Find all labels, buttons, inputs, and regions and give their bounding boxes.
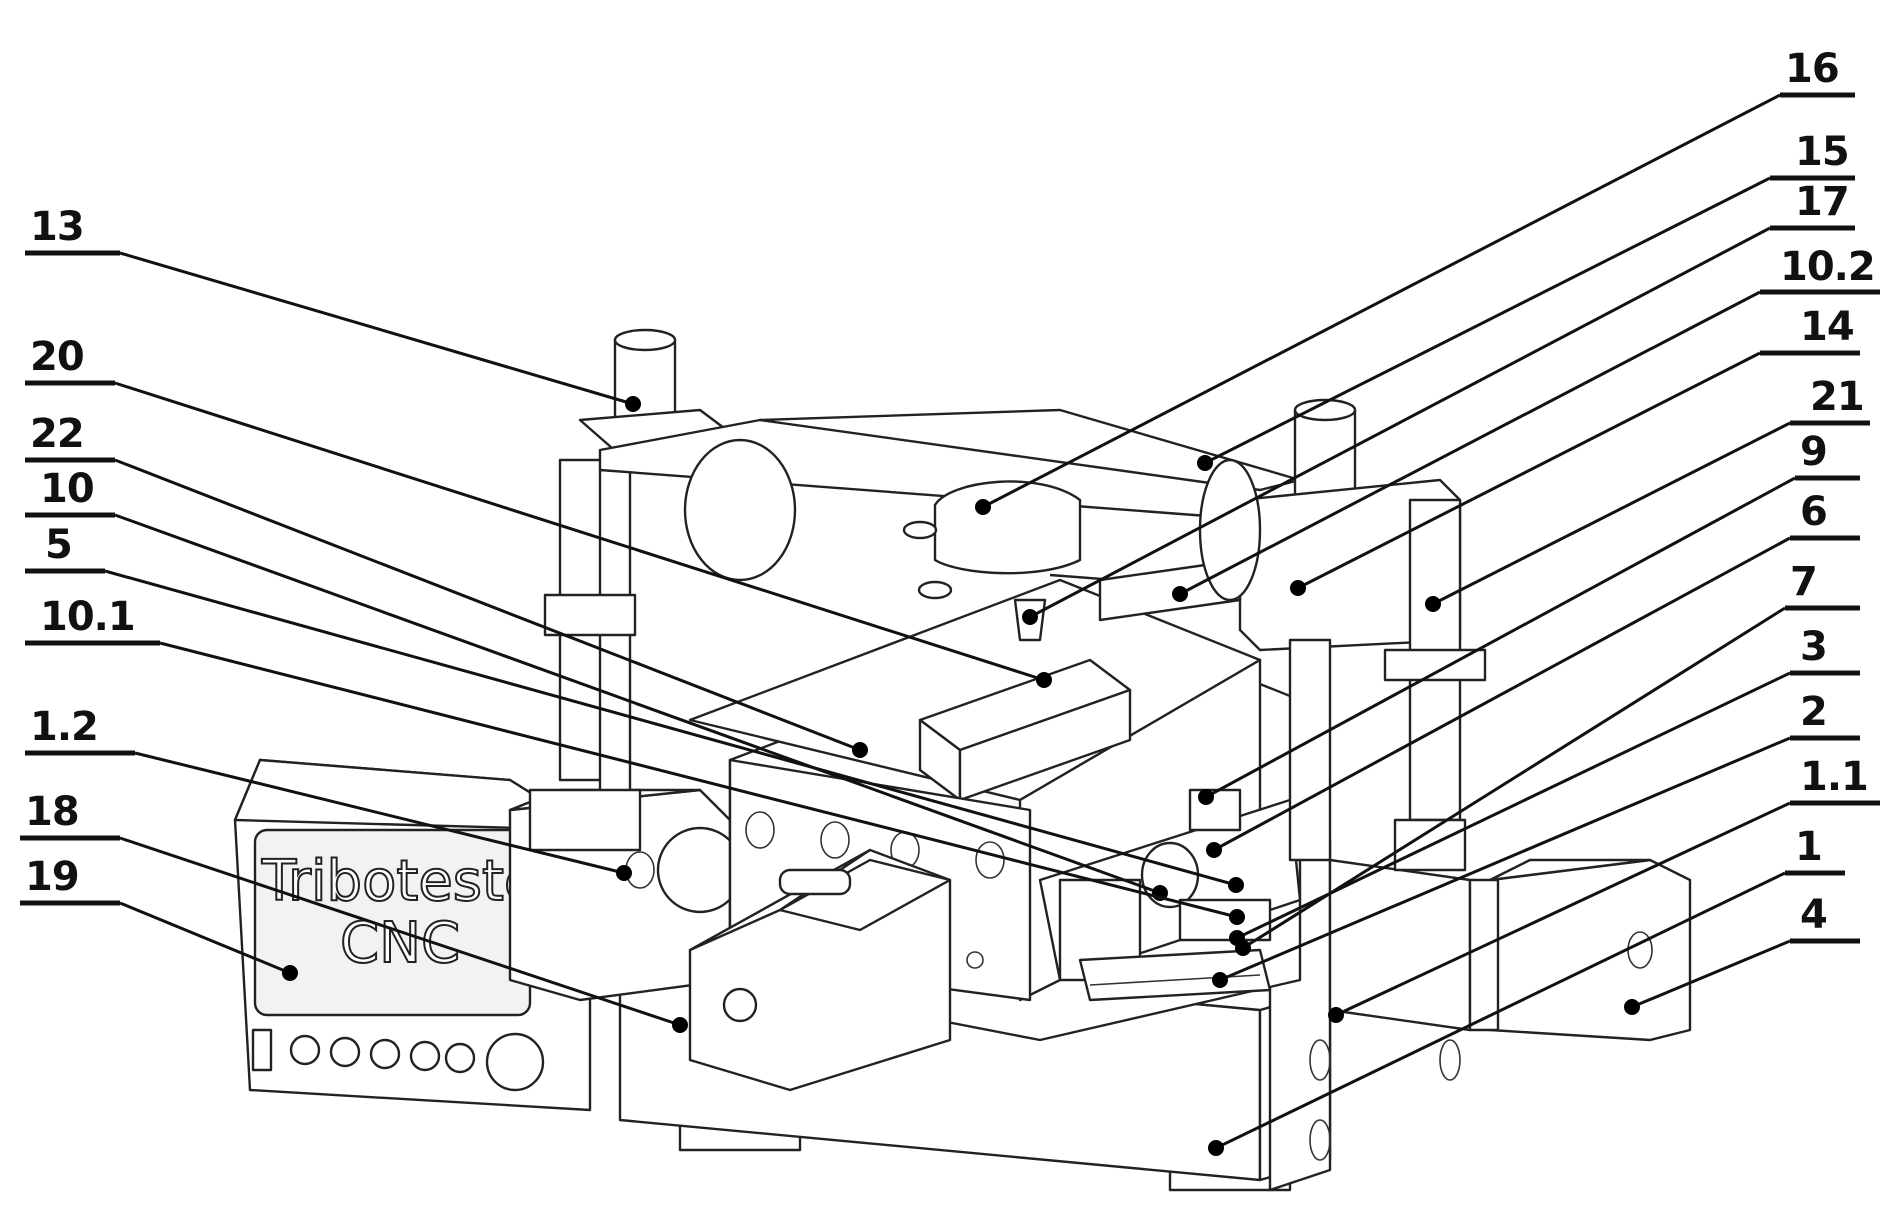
callout-1-2: 1.2 <box>25 704 632 881</box>
target-dot-10-2 <box>1172 586 1188 602</box>
part-label-17: 17 <box>1795 179 1849 225</box>
leader-line-19 <box>119 901 291 975</box>
callout-13: 13 <box>25 204 641 412</box>
brand-line-2: CNC <box>340 911 460 976</box>
machine-drawing: Tribotester CNC <box>233 328 1692 1192</box>
part-label-10-2: 10.2 <box>1780 244 1875 290</box>
target-dot-3 <box>1229 930 1245 946</box>
leader-line-10-1 <box>159 641 1238 919</box>
callout-2: 2 <box>1212 689 1860 988</box>
leader-line-22 <box>114 458 861 752</box>
callout-5: 5 <box>25 522 1244 893</box>
target-dot-14 <box>1290 580 1306 596</box>
callout-1-1: 1.1 <box>1328 754 1880 1023</box>
callout-17: 17 <box>1022 179 1855 625</box>
target-dot-6 <box>1206 842 1222 858</box>
part-label-14: 14 <box>1800 304 1854 350</box>
part-label-18: 18 <box>25 789 79 835</box>
leader-line-20 <box>114 381 1045 682</box>
target-dot-22 <box>852 742 868 758</box>
leader-line-1-1 <box>1335 801 1791 1017</box>
part-label-19: 19 <box>25 854 79 900</box>
callout-3: 3 <box>1229 624 1860 946</box>
callout-22: 22 <box>25 411 868 758</box>
part-label-1: 1 <box>1795 824 1822 870</box>
target-dot-2 <box>1212 972 1228 988</box>
part-label-2: 2 <box>1800 689 1827 735</box>
leader-line-15 <box>1204 176 1771 465</box>
leader-line-4 <box>1631 939 1791 1009</box>
target-dot-5 <box>1228 877 1244 893</box>
callout-16: 16 <box>975 46 1855 515</box>
target-dot-4 <box>1624 999 1640 1015</box>
part-label-4: 4 <box>1800 892 1827 938</box>
target-dot-18 <box>672 1017 688 1033</box>
part-label-6: 6 <box>1800 489 1827 535</box>
target-dot-17 <box>1022 609 1038 625</box>
callout-9: 9 <box>1198 429 1860 805</box>
part-label-13: 13 <box>30 204 84 250</box>
leader-line-2 <box>1219 736 1791 982</box>
callout-4: 4 <box>1624 892 1860 1015</box>
part-label-1-1: 1.1 <box>1800 754 1868 800</box>
callout-15: 15 <box>1197 129 1855 471</box>
target-dot-16 <box>975 499 991 515</box>
leader-line-6 <box>1213 536 1791 852</box>
target-dot-1-1 <box>1328 1007 1344 1023</box>
leader-line-18 <box>119 836 681 1027</box>
target-dot-15 <box>1197 455 1213 471</box>
callout-21: 21 <box>1425 374 1870 612</box>
target-dot-21 <box>1425 596 1441 612</box>
leader-line-1 <box>1215 871 1786 1150</box>
target-dot-10-1 <box>1229 909 1245 925</box>
part-label-20: 20 <box>30 334 84 380</box>
target-dot-20 <box>1036 672 1052 688</box>
leader-line-14 <box>1297 351 1761 590</box>
target-dot-9 <box>1198 789 1214 805</box>
callout-10-1: 10.1 <box>25 594 1245 925</box>
part-label-1-2: 1.2 <box>30 704 98 750</box>
part-label-5: 5 <box>45 522 72 568</box>
leader-line-17 <box>1029 226 1771 619</box>
part-label-10: 10 <box>40 466 94 512</box>
callout-14: 14 <box>1290 304 1860 596</box>
leader-line-5 <box>104 569 1237 887</box>
part-label-21: 21 <box>1810 374 1864 420</box>
part-label-10-1: 10.1 <box>40 594 135 640</box>
leader-line-10 <box>114 513 1161 895</box>
leader-line-16 <box>982 93 1781 509</box>
callout-20: 20 <box>25 334 1052 688</box>
part-label-9: 9 <box>1800 429 1827 475</box>
leader-line-3 <box>1236 671 1791 940</box>
callout-6: 6 <box>1206 489 1860 858</box>
callout-1: 1 <box>1208 824 1845 1156</box>
part-label-15: 15 <box>1795 129 1849 175</box>
callout-10-2: 10.2 <box>1172 244 1880 602</box>
target-dot-1-2 <box>616 865 632 881</box>
callout-18: 18 <box>20 789 688 1033</box>
target-dot-19 <box>282 965 298 981</box>
leader-line-10-2 <box>1179 290 1761 596</box>
target-dot-13 <box>625 396 641 412</box>
part-label-3: 3 <box>1800 624 1827 670</box>
leader-line-13 <box>119 251 634 406</box>
target-dot-1 <box>1208 1140 1224 1156</box>
part-label-16: 16 <box>1785 46 1839 92</box>
leader-line-21 <box>1432 421 1791 606</box>
leader-line-9 <box>1205 476 1796 799</box>
callout-19: 19 <box>20 854 298 981</box>
part-label-7: 7 <box>1790 559 1817 605</box>
leader-line-1-2 <box>134 751 625 875</box>
part-label-22: 22 <box>30 411 84 457</box>
